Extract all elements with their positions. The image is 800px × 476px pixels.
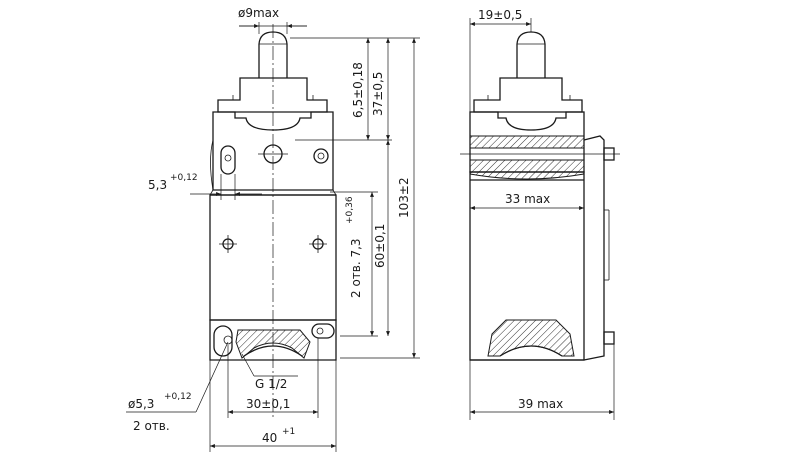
plunger-travel-label: 6,5±0,18 <box>351 62 365 118</box>
front-dimensions: ø9max 6,5±0,18 37±0,5 103±2 60±0,1 2 отв… <box>126 6 420 452</box>
dia-plunger-label: ø9max <box>238 6 279 20</box>
front-mount-hole-left <box>219 235 237 253</box>
holes-tol: +0,36 <box>345 196 355 224</box>
width-label: 40 <box>262 431 277 445</box>
side-dimensions: 19±0,5 33 max 39 max <box>469 8 615 420</box>
front-slot-right <box>313 148 329 164</box>
mount-hole-count-label: 2 отв. <box>133 419 170 433</box>
holes-label: 2 отв. 7,3 <box>349 238 363 298</box>
base-holes-label: 30±0,1 <box>246 397 290 411</box>
inner-width-label: 33 max <box>505 192 550 206</box>
front-mount-hole-right <box>309 235 327 253</box>
side-view <box>460 31 620 361</box>
front-view <box>209 24 337 420</box>
depth-label: 39 max <box>518 397 563 411</box>
total-height-label: 103±2 <box>397 177 411 218</box>
mount-hole-dia-tol: +0,12 <box>164 392 192 402</box>
side-plunger <box>516 31 546 78</box>
front-slot-left <box>220 145 236 175</box>
top-offset-label: 19±0,5 <box>478 8 522 22</box>
thread-label: G 1/2 <box>255 377 287 391</box>
mount-hole-dia-label: ø5,3 <box>128 397 154 411</box>
height-top-label: 37±0,5 <box>371 72 385 116</box>
hole-spacing-label: 60±0,1 <box>373 224 387 268</box>
front-head <box>217 77 328 131</box>
slot-width-tol: +0,12 <box>170 173 198 183</box>
side-plate <box>583 135 605 361</box>
width-tol: +1 <box>282 427 295 437</box>
side-head <box>473 77 583 131</box>
slot-width-label: 5,3 <box>148 178 167 192</box>
